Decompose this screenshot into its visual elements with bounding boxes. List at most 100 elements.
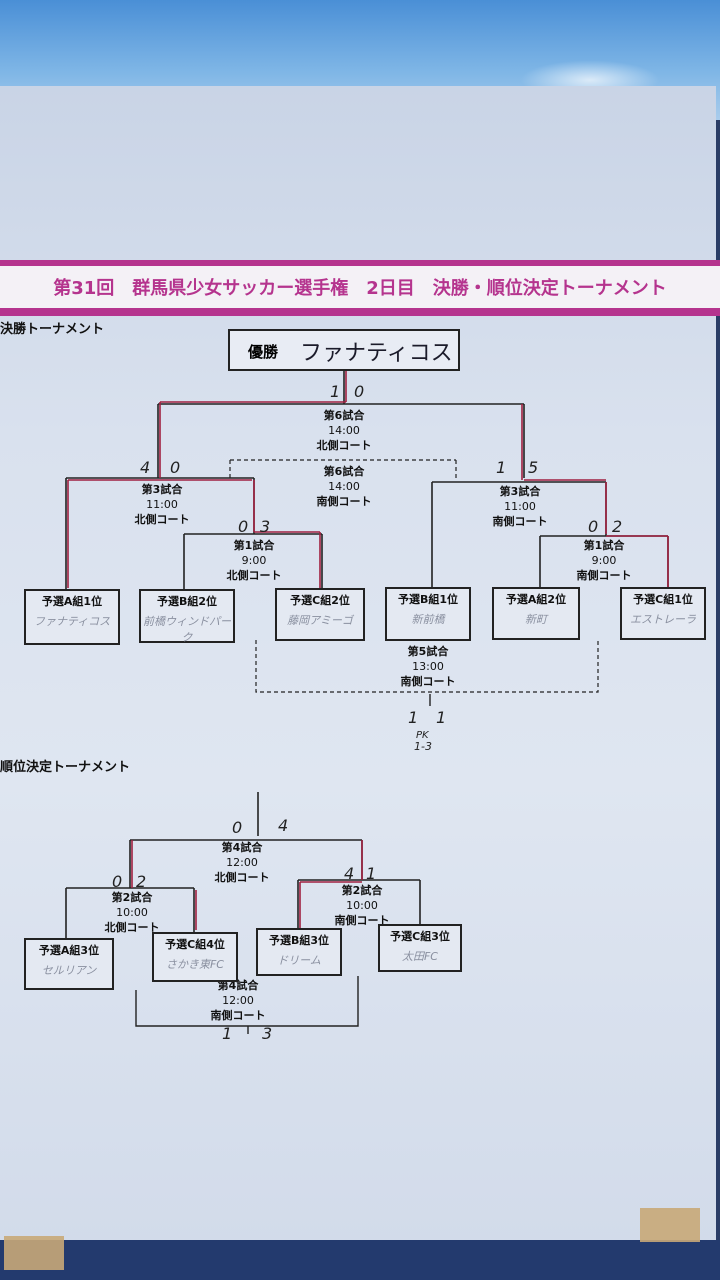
score-r4s-right: 3 (262, 1024, 273, 1043)
match-time: 14:00 (328, 424, 360, 437)
match-name: 第4試合 (217, 979, 259, 992)
final-match-5-south: 第5試合 13:00 南側コート (378, 644, 478, 689)
match-court: 南側コート (334, 914, 390, 927)
score-m5-pk-label: PK (416, 730, 429, 741)
team-name: 藤岡アミーゴ (287, 614, 353, 627)
match-time: 10:00 (346, 899, 378, 912)
score-q-north-left: 0 (238, 517, 249, 536)
match-name: 第1試合 (583, 539, 625, 552)
section-ranking-title: 順位決定トーナメント (0, 760, 131, 775)
team-box: 予選C組4位 さかき東FC (152, 932, 238, 982)
score-r2n-right: 2 (136, 872, 147, 891)
match-court: 北側コート (316, 439, 372, 452)
match-name: 第4試合 (221, 841, 263, 854)
final-match-1-north: 第1試合 9:00 北側コート (204, 538, 304, 583)
team-name: 新前橋 (411, 613, 445, 626)
score-sf-south-right: 5 (528, 458, 539, 477)
match-time: 12:00 (222, 994, 254, 1007)
tape-right (640, 1208, 700, 1242)
team-name: さかき東FC (165, 958, 224, 971)
board-frame (0, 1240, 720, 1280)
score-r2s-left: 4 (344, 864, 355, 883)
score-r4n-right: 4 (278, 816, 289, 835)
section-final-title: 決勝トーナメント (0, 322, 105, 337)
score-q-south-right: 2 (612, 517, 623, 536)
seed-label: 予選C組2位 (290, 594, 350, 607)
match-name: 第2試合 (111, 891, 153, 904)
score-r4s-left: 1 (222, 1024, 233, 1043)
ranking-match-4-south: 第4試合 12:00 南側コート (188, 978, 288, 1023)
seed-label: 予選B組3位 (268, 934, 330, 947)
score-sf-north-right: 0 (170, 458, 181, 477)
match-court: 北側コート (226, 569, 282, 582)
match-time: 9:00 (591, 554, 617, 567)
score-sf-south-left: 1 (496, 458, 507, 477)
score-final-right: 0 (354, 382, 365, 401)
team-box: 予選B組3位 ドリーム (256, 928, 342, 976)
winner-team: ファナティコス (300, 341, 453, 366)
seed-label: 予選C組3位 (390, 930, 450, 943)
score-r4n-left: 0 (232, 818, 243, 837)
match-time: 10:00 (116, 906, 148, 919)
match-time: 11:00 (146, 498, 178, 511)
winner-label: 優勝 (248, 343, 279, 361)
match-time: 9:00 (241, 554, 267, 567)
team-name: 前橋ウィンドパーク (143, 615, 231, 644)
team-box: 予選B組1位 新前橋 (385, 587, 471, 641)
match-time: 14:00 (328, 480, 360, 493)
final-match-3-north: 第3試合 11:00 北側コート (112, 482, 212, 527)
match-name: 第3試合 (499, 485, 541, 498)
score-m5-pk: 1-3 (414, 740, 432, 753)
final-match-6-south: 第6試合 14:00 南側コート (294, 464, 394, 509)
seed-label: 予選B組2位 (156, 595, 218, 608)
score-r2n-left: 0 (112, 872, 123, 891)
final-match-1-south: 第1試合 9:00 南側コート (554, 538, 654, 583)
match-court: 北側コート (104, 921, 160, 934)
match-name: 第3試合 (141, 483, 183, 496)
score-m5-left: 1 (408, 708, 419, 727)
team-name: セルリアン (41, 964, 97, 977)
seed-label: 予選A組1位 (41, 595, 103, 608)
team-name: ファナティコス (33, 615, 111, 628)
seed-label: 予選A組2位 (505, 593, 567, 606)
match-name: 第2試合 (341, 884, 383, 897)
team-box: 予選A組3位 セルリアン (24, 938, 114, 990)
winner-box: 優勝 ファナティコス (228, 329, 460, 371)
match-court: 南側コート (576, 569, 632, 582)
match-name: 第6試合 (323, 409, 365, 422)
seed-label: 予選A組3位 (38, 944, 100, 957)
match-name: 第6試合 (323, 465, 365, 478)
score-q-north-right: 3 (260, 517, 271, 536)
seed-label: 予選C組4位 (165, 938, 225, 951)
ranking-match-4-north: 第4試合 12:00 北側コート (192, 840, 292, 885)
seed-label: 予選C組1位 (633, 593, 693, 606)
team-name: 新町 (525, 613, 547, 626)
team-name: 太田FC (401, 950, 438, 963)
ranking-match-2-south: 第2試合 10:00 南側コート (312, 883, 412, 928)
team-box: 予選C組2位 藤岡アミーゴ (275, 588, 365, 641)
team-box: 予選C組3位 太田FC (378, 924, 462, 972)
score-r2s-right: 1 (366, 864, 377, 883)
final-match-3-south: 第3試合 11:00 南側コート (470, 484, 570, 529)
final-match-6-north: 第6試合 14:00 北側コート (294, 408, 394, 453)
team-box: 予選A組1位 ファナティコス (24, 589, 120, 645)
match-court: 南側コート (400, 675, 456, 688)
match-name: 第5試合 (407, 645, 449, 658)
banner-title: 第31回 群馬県少女サッカー選手権 2日目 決勝・順位決定トーナメント (0, 266, 720, 308)
score-sf-north-left: 4 (140, 458, 151, 477)
match-time: 13:00 (412, 660, 444, 673)
team-name: エストレーラ (630, 613, 696, 626)
match-court: 南側コート (316, 495, 372, 508)
match-court: 北側コート (134, 513, 190, 526)
match-name: 第1試合 (233, 539, 275, 552)
score-q-south-left: 0 (588, 517, 599, 536)
team-name: ドリーム (277, 954, 321, 967)
team-box: 予選B組2位 前橋ウィンドパーク (139, 589, 235, 644)
match-court: 南側コート (210, 1009, 266, 1022)
match-court: 北側コート (214, 871, 270, 884)
seed-label: 予選B組1位 (397, 593, 459, 606)
match-court: 南側コート (492, 515, 548, 528)
ranking-match-2-north: 第2試合 10:00 北側コート (82, 890, 182, 935)
match-time: 12:00 (226, 856, 258, 869)
